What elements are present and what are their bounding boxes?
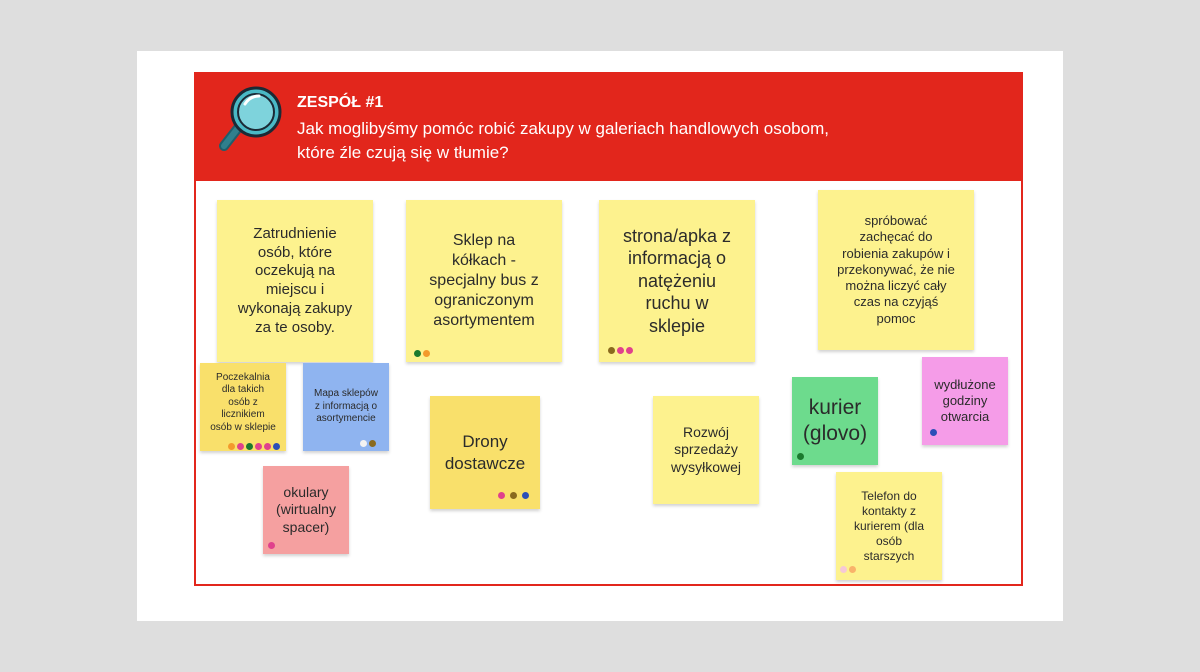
vote-dot [237, 443, 244, 450]
vote-dot [617, 347, 624, 354]
sticky-note-wydluzone[interactable]: wydłużone godziny otwarcia [922, 357, 1008, 445]
note-line: (wirtualny [276, 501, 336, 518]
vote-dots [360, 440, 376, 447]
note-line: (glovo) [802, 422, 868, 445]
sticky-note-okulary[interactable]: okulary (wirtualny spacer) [263, 466, 349, 554]
vote-dot [360, 440, 367, 447]
vote-dot [498, 492, 505, 499]
note-line: natężeniu [637, 270, 717, 291]
note-line: okulary [283, 483, 329, 500]
note-line: z informacją o [314, 400, 378, 412]
note-line: zachęcać do [859, 229, 933, 245]
vote-dot [246, 443, 253, 450]
note-line: wydłużone [934, 376, 996, 392]
note-line: kółkach - [451, 252, 516, 269]
question-line-2: które źle czują się w tłumie? [297, 143, 509, 162]
vote-dot [268, 542, 275, 549]
vote-dots [498, 492, 529, 499]
note-line: miejscu i [265, 281, 325, 298]
note-line: kontakty z [861, 503, 917, 518]
vote-dots [268, 542, 275, 549]
vote-dots [608, 347, 633, 354]
sticky-note-drony[interactable]: Drony dostawcze [430, 396, 540, 509]
note-line: strona/apka z [622, 225, 732, 246]
note-line: pomoc [876, 310, 916, 326]
vote-dot [522, 492, 529, 499]
sticky-note-poczekalnia[interactable]: Poczekalnia dla takich osób z licznikiem… [200, 363, 286, 451]
frame-header [194, 72, 1023, 181]
vote-dot [510, 492, 517, 499]
vote-dot [626, 347, 633, 354]
note-line: Zatrudnienie [253, 224, 337, 242]
note-line: sklepie [648, 315, 706, 336]
note-line: Drony [462, 432, 508, 452]
note-line: wykonają zakupy [237, 299, 353, 317]
vote-dots [930, 429, 937, 436]
vote-dot [369, 440, 376, 447]
note-line: godziny [942, 392, 988, 408]
note-line: osób, które [257, 243, 333, 261]
note-line: osób [875, 533, 903, 548]
vote-dot [797, 453, 804, 460]
note-line: robienia zakupów i [842, 245, 950, 261]
team-title: ZESPÓŁ #1 [297, 94, 384, 111]
vote-dot [414, 350, 421, 357]
vote-dot [255, 443, 262, 450]
note-line: za te osoby. [255, 318, 335, 336]
note-line: Mapa sklepów [314, 388, 378, 400]
note-line: dla takich [221, 384, 265, 396]
vote-dots [414, 350, 430, 357]
note-line: Telefon do [861, 488, 917, 503]
note-line: Rozwój [683, 423, 729, 440]
sticky-note-strona[interactable]: strona/apka z informacją o natężeniu ruc… [599, 200, 755, 362]
note-line: można liczyć cały [845, 278, 947, 294]
note-line: informacją o [627, 248, 727, 269]
note-line: sprzedaży [674, 441, 738, 458]
sticky-note-kurier[interactable]: kurier (glovo) [792, 377, 878, 465]
note-line: asortymentem [433, 312, 535, 329]
note-line: kurierem (dla [853, 518, 925, 533]
sticky-note-mapa[interactable]: Mapa sklepów z informacją o asortymencie [303, 363, 389, 451]
note-line: spacer) [282, 518, 330, 535]
vote-dots [228, 443, 280, 450]
note-line: przekonywać, że nie [837, 261, 955, 277]
vote-dot [849, 566, 856, 573]
note-line: spróbować [864, 213, 928, 229]
note-line: ruchu w [645, 293, 709, 314]
how-might-we-question: Jak moglibyśmy pomóc robić zakupy w gale… [297, 117, 897, 165]
sticky-note-sprobowac[interactable]: spróbować zachęcać do robienia zakupów i… [818, 190, 974, 350]
vote-dot [273, 443, 280, 450]
vote-dots [797, 453, 804, 460]
note-line: asortymencie [316, 413, 376, 425]
magnifier-icon [219, 86, 282, 151]
vote-dot [228, 443, 235, 450]
sticky-note-zatrudnienie[interactable]: Zatrudnienie osób, które oczekują na mie… [217, 200, 373, 362]
sticky-note-sklep[interactable]: Sklep na kółkach - specjalny bus z ogran… [406, 200, 562, 362]
note-line: Poczekalnia [216, 371, 270, 383]
vote-dot [423, 350, 430, 357]
vote-dot [608, 347, 615, 354]
note-line: wysyłkowej [670, 458, 741, 475]
sticky-note-telefon[interactable]: Telefon do kontakty z kurierem (dla osób… [836, 472, 942, 580]
note-line: oczekują na [254, 262, 336, 280]
sticky-note-rozwoj[interactable]: Rozwój sprzedaży wysyłkowej [653, 396, 759, 504]
note-line: kurier [808, 395, 862, 419]
note-line: osób w sklepie [210, 421, 276, 433]
question-line-1: Jak moglibyśmy pomóc robić zakupy w gale… [297, 119, 829, 138]
note-line: dostawcze [444, 453, 526, 473]
vote-dot [840, 566, 847, 573]
note-line: specjalny bus z [429, 272, 539, 289]
vote-dot [264, 443, 271, 450]
vote-dot [930, 429, 937, 436]
note-line: Sklep na [452, 232, 516, 249]
note-line: licznikiem [221, 409, 265, 421]
note-line: starszych [863, 548, 915, 563]
note-line: ograniczonym [434, 292, 534, 309]
vote-dots [840, 566, 856, 573]
note-line: czas na czyjąś [853, 294, 939, 310]
note-line: osób z [228, 396, 258, 408]
note-line: otwarcia [940, 409, 990, 425]
